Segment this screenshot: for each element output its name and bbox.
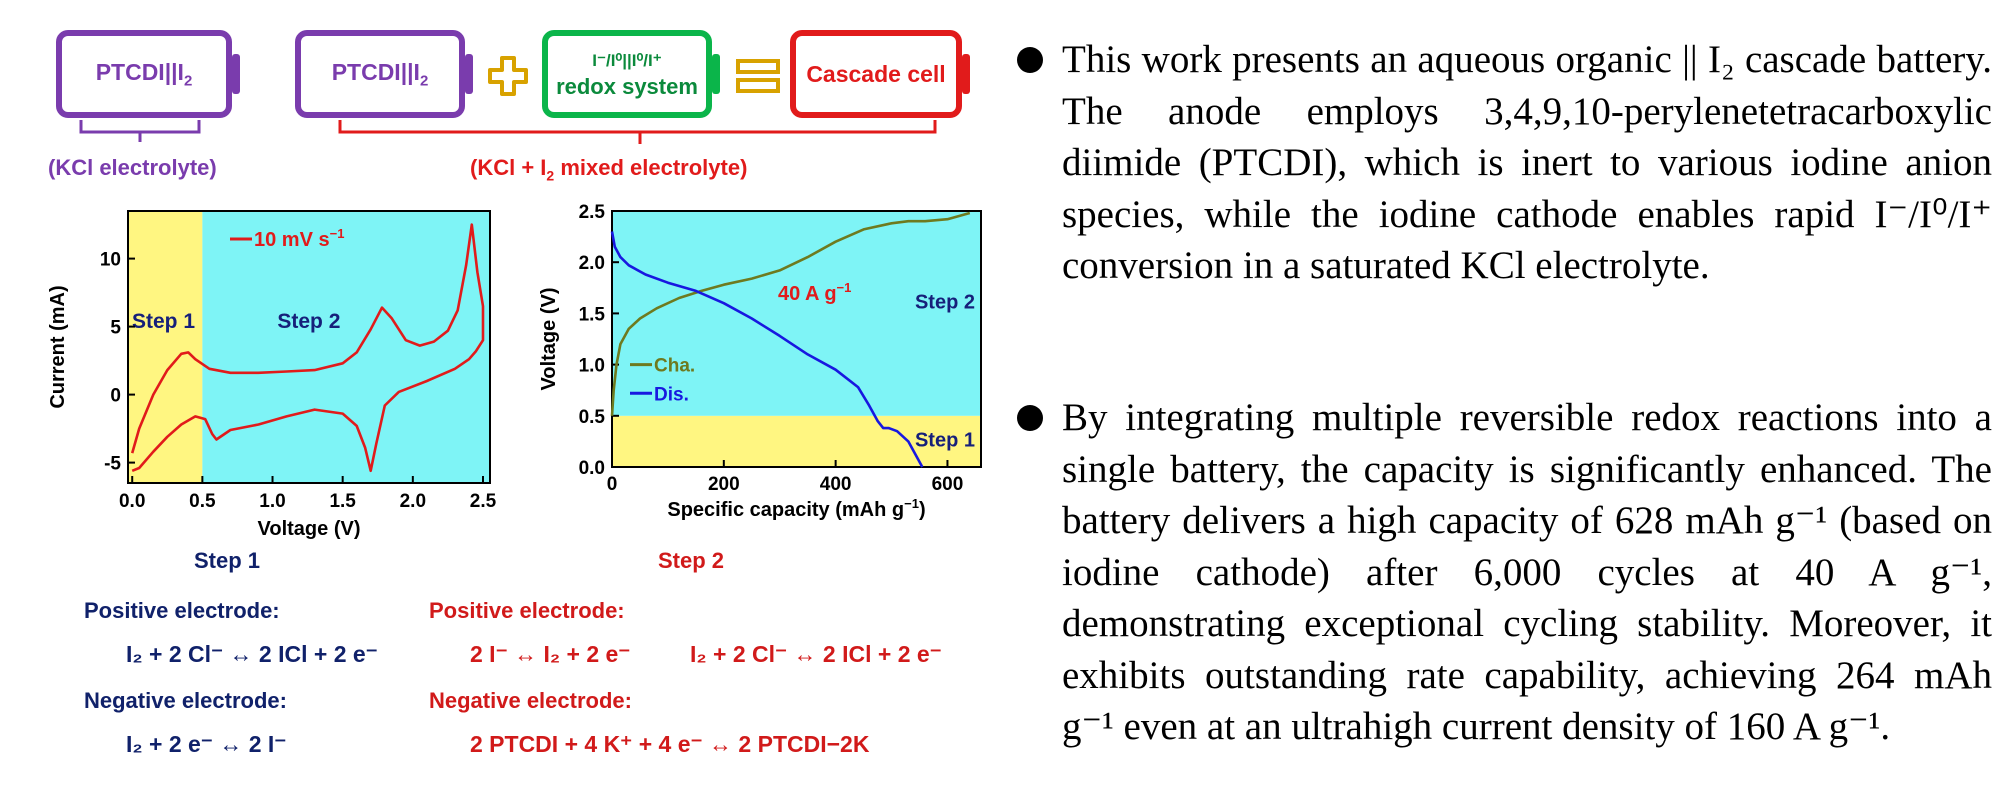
step2-negative-equation: 2 PTCDI + 4 K⁺ + 4 e⁻ ↔ 2 PTCDI−2K bbox=[470, 731, 870, 757]
cv-region-label-1: Step 1 bbox=[132, 310, 195, 333]
gcd-xtick-label: 0 bbox=[607, 474, 618, 495]
step1-title: Step 1 bbox=[194, 548, 261, 573]
cascade-terminal bbox=[962, 54, 970, 94]
bullet-paragraph-1: This work presents an aqueous organic ||… bbox=[1062, 38, 1992, 287]
mixed-electrolyte-caption: (KCl + I2 mixed electrolyte) bbox=[470, 155, 748, 184]
bracket-mixed bbox=[338, 120, 937, 144]
cv-legend-label: 10 mV s−1 bbox=[254, 226, 344, 251]
cv-ytick-label: 10 bbox=[100, 250, 121, 271]
step2-negative-label: Negative electrode: bbox=[429, 688, 632, 713]
gcd-xtick-label: 200 bbox=[708, 474, 740, 495]
gcd-yaxis-title: Voltage (V) bbox=[538, 288, 560, 391]
cv-xtick-label: 1.0 bbox=[259, 491, 285, 512]
gcd-ytick-label: 2.0 bbox=[579, 253, 605, 274]
redox-line2: redox system bbox=[556, 74, 698, 99]
step1-negative-equation: I₂ + 2 e⁻ ↔ 2 I⁻ bbox=[126, 731, 287, 757]
gcd-curve-charge bbox=[610, 211, 971, 416]
gcd-legend-label: Dis. bbox=[654, 384, 689, 405]
step2-positive-equation-b: I₂ + 2 Cl⁻ ↔ 2 ICl + 2 e⁻ bbox=[690, 641, 942, 667]
battery1-label: PTCDI||I2 bbox=[95, 58, 193, 90]
cv-region-1 bbox=[128, 211, 203, 483]
gcd-ytick-label: 2.5 bbox=[579, 202, 606, 223]
cv-chart: Step 1 Step 2 0.0 0.5 1.0 1.5 2.0 2.5 -5 0 5 10Volt… bbox=[47, 210, 497, 540]
bullet-dot-2 bbox=[1017, 405, 1043, 431]
plus-symbol bbox=[488, 56, 528, 96]
cv-xaxis-title: Voltage (V) bbox=[258, 518, 361, 540]
step1-positive-equation: I₂ + 2 Cl⁻ ↔ 2 ICl + 2 e⁻ bbox=[126, 641, 378, 667]
step2-positive-equation-a: 2 I⁻ ↔ I₂ + 2 e⁻ bbox=[470, 641, 631, 667]
gcd-curve-discharge bbox=[610, 231, 924, 468]
battery2-terminal bbox=[465, 54, 473, 94]
cv-xtick-label: 0.5 bbox=[189, 491, 216, 512]
cv-xtick-label: 2.0 bbox=[400, 491, 426, 512]
step1-positive-label: Positive electrode: bbox=[84, 598, 280, 623]
gcd-region-label-1: Step 1 bbox=[915, 430, 975, 452]
gcd-xaxis-title: Specific capacity (mAh g−1) bbox=[667, 496, 925, 521]
gcd-chart: Step 1 Step 2 0 200 400 600 0.0 0.5 1.0 1.5 2.0 2.5… bbox=[538, 202, 982, 521]
cv-region-label-2: Step 2 bbox=[277, 310, 340, 333]
step2-title: Step 2 bbox=[658, 548, 725, 573]
cv-ytick-label: 5 bbox=[110, 318, 121, 339]
gcd-ytick-label: 1.0 bbox=[579, 356, 605, 377]
battery-ptcdi-i2-2: PTCDI||I2 bbox=[295, 30, 465, 118]
cv-plot-frame bbox=[127, 210, 491, 484]
cv-yaxis-title: Current (mA) bbox=[47, 285, 69, 408]
cv-ytick-label: 0 bbox=[110, 386, 121, 407]
gcd-region-2 bbox=[612, 211, 981, 416]
cv-region-2 bbox=[202, 211, 491, 483]
cv-xtick-label: 2.5 bbox=[470, 491, 497, 512]
gcd-ytick-label: 0.5 bbox=[579, 407, 606, 428]
equals-symbol bbox=[736, 59, 780, 93]
redox-terminal bbox=[712, 54, 720, 94]
kcl-electrolyte-caption: (KCl electrolyte) bbox=[48, 155, 217, 180]
redox-system-battery: I⁻/I⁰||I⁰/I⁺ redox system bbox=[542, 30, 712, 118]
cascade-cell-battery: Cascade cell bbox=[790, 30, 962, 118]
cascade-cell-label: Cascade cell bbox=[806, 60, 946, 87]
bracket-battery1 bbox=[79, 120, 201, 142]
cv-curve bbox=[130, 223, 485, 473]
gcd-legend-label: Cha. bbox=[654, 356, 695, 377]
gcd-xtick-label: 400 bbox=[820, 474, 852, 495]
gcd-region-1 bbox=[612, 415, 981, 467]
cv-xtick-label: 1.5 bbox=[329, 491, 356, 512]
cv-xtick-label: 0.0 bbox=[119, 491, 145, 512]
step2-positive-label: Positive electrode: bbox=[429, 598, 625, 623]
gcd-ytick-label: 0.0 bbox=[579, 458, 605, 479]
cv-ytick-label: -5 bbox=[104, 454, 121, 475]
gcd-region-label-2: Step 2 bbox=[915, 291, 975, 313]
redox-line1: I⁻/I⁰||I⁰/I⁺ bbox=[592, 51, 662, 70]
step1-negative-label: Negative electrode: bbox=[84, 688, 287, 713]
battery1-terminal bbox=[232, 54, 240, 94]
bullet-dot-1 bbox=[1017, 47, 1043, 73]
gcd-ytick-label: 1.5 bbox=[579, 304, 606, 325]
battery-ptcdi-i2: PTCDI||I2 bbox=[56, 30, 232, 118]
gcd-plot-frame bbox=[611, 210, 982, 468]
gcd-xtick-label: 600 bbox=[932, 474, 964, 495]
battery2-label: PTCDI||I2 bbox=[331, 58, 429, 90]
bullet-paragraph-2: By integrating multiple reversible redox… bbox=[1062, 396, 1992, 748]
